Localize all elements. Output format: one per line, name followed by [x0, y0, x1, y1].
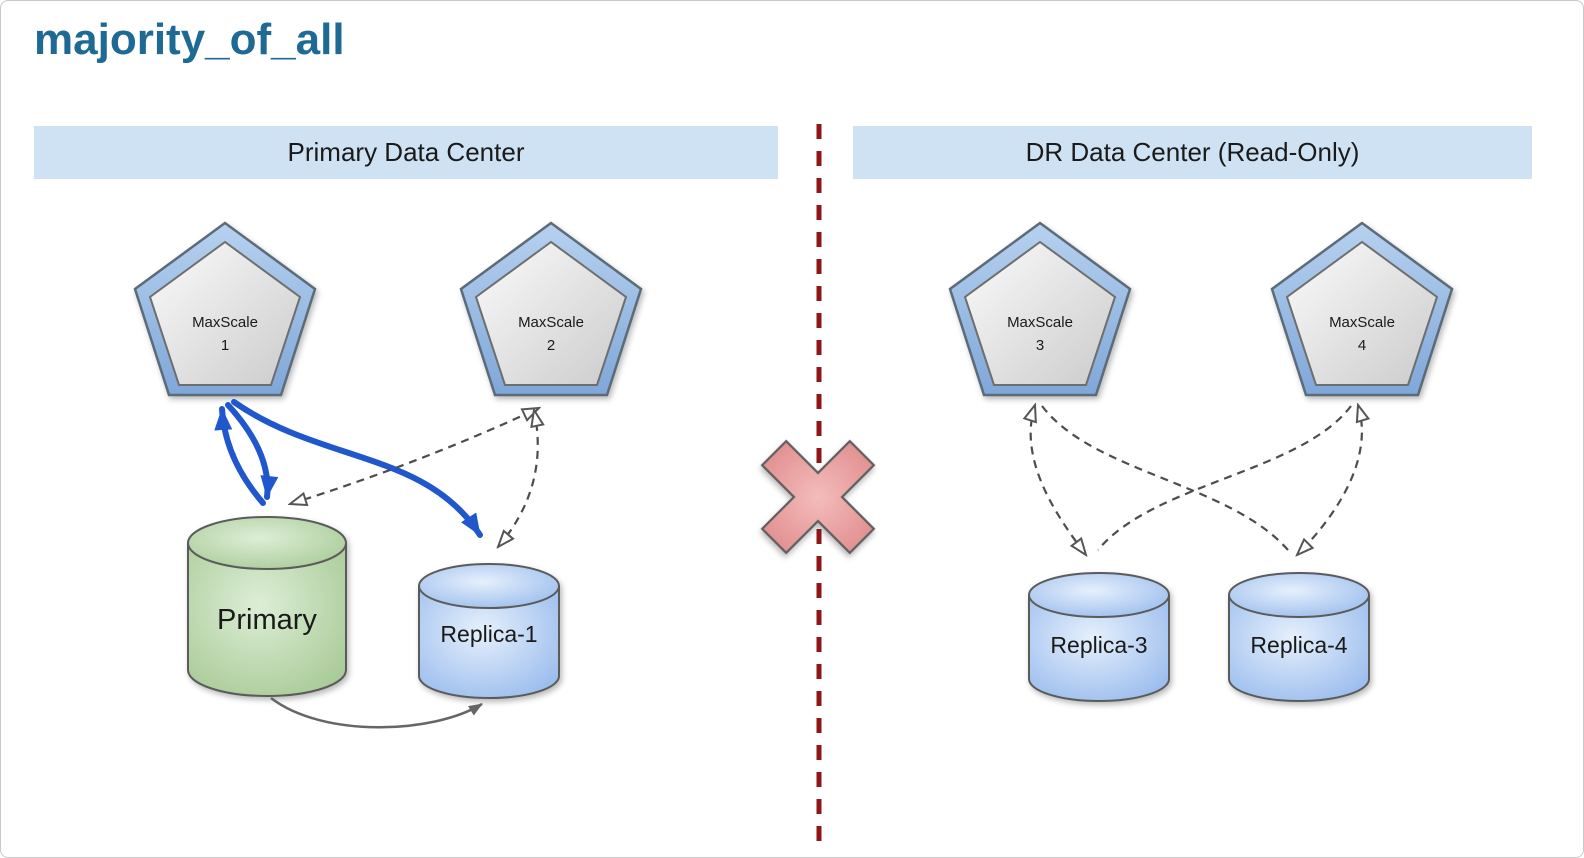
- replica-3-db-label: Replica-3: [1050, 632, 1147, 658]
- dashed-arrow-maxscale2-replica1: [498, 410, 538, 547]
- maxscale-4-label: MaxScale: [1329, 314, 1395, 331]
- arrow-replication-primary-to-replica1: [270, 697, 483, 729]
- arrow-maxscale1-to-primary: [225, 402, 279, 500]
- arrow-maxscale1-to-replica1: [231, 399, 483, 538]
- replica-3-db-node: Replica-3: [1028, 572, 1170, 702]
- maxscale-3-label: MaxScale: [1007, 314, 1073, 331]
- maxscale-3-node: MaxScale 3: [948, 221, 1132, 397]
- dashed-arrow-maxscale3-replica3: [1031, 405, 1086, 555]
- maxscale-1-number: 1: [221, 337, 229, 354]
- maxscale-1-label: MaxScale: [192, 314, 258, 331]
- dr-dc-header: DR Data Center (Read-Only): [853, 126, 1532, 179]
- dashed-arrow-maxscale2-primary: [290, 408, 539, 504]
- maxscale-3-number: 3: [1036, 337, 1044, 354]
- primary-dc-header: Primary Data Center: [34, 126, 778, 179]
- replica-1-db-node: Replica-1: [418, 563, 560, 699]
- arrow-primary-to-maxscale1: [214, 406, 266, 506]
- primary-db-node: Primary: [187, 516, 347, 697]
- primary-db-label: Primary: [217, 604, 317, 636]
- maxscale-2-label: MaxScale: [518, 314, 584, 331]
- maxscale-1-node: MaxScale 1: [133, 221, 317, 397]
- replica-4-db-node: Replica-4: [1228, 572, 1370, 702]
- dashed-arrow-maxscale3-replica4: [1041, 405, 1289, 551]
- diagram-title: majority_of_all: [34, 15, 345, 64]
- dashed-arrow-maxscale4-replica3: [1097, 405, 1352, 551]
- maxscale-4-number: 4: [1358, 337, 1366, 354]
- maxscale-2-node: MaxScale 2: [459, 221, 643, 397]
- replica-1-db-label: Replica-1: [440, 621, 537, 647]
- red-x-icon: [760, 439, 876, 555]
- replica-4-db-label: Replica-4: [1250, 632, 1347, 658]
- maxscale-2-number: 2: [547, 337, 555, 354]
- maxscale-4-node: MaxScale 4: [1270, 221, 1454, 397]
- dashed-arrow-maxscale4-replica4: [1297, 405, 1362, 555]
